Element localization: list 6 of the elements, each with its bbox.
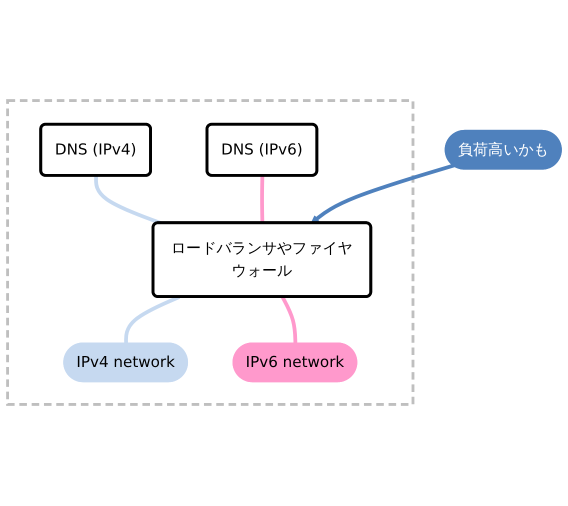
connector	[124, 296, 180, 345]
connector	[280, 296, 298, 345]
arrow	[310, 164, 455, 224]
cluster	[6, 100, 414, 406]
connector	[94, 176, 162, 226]
connector	[260, 176, 264, 224]
